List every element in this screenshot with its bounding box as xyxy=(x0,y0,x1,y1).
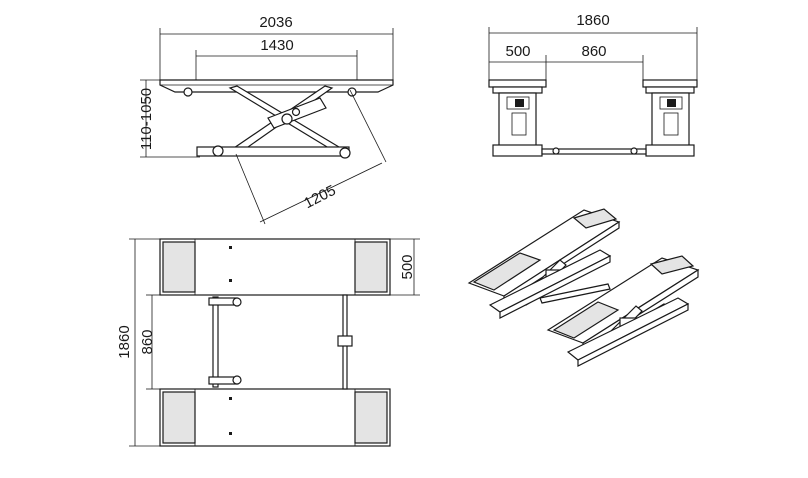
dim-side-total-length: 2036 xyxy=(259,14,292,31)
dim-side-platform-length: 1430 xyxy=(260,37,293,54)
isometric-view xyxy=(467,208,700,367)
dim-top-platform-width: 500 xyxy=(399,254,416,279)
front-view: 1860 500 860 xyxy=(488,12,698,157)
top-view: 1860 860 500 xyxy=(116,238,420,447)
dim-top-inner-gap: 860 xyxy=(139,329,156,354)
dim-side-height-range: 110-1050 xyxy=(138,88,155,150)
dim-side-arm-length: 1205 xyxy=(301,182,338,212)
dim-top-total-width: 1860 xyxy=(116,325,133,358)
dim-front-inner-gap: 860 xyxy=(581,43,606,60)
dim-front-total-width: 1860 xyxy=(576,12,609,29)
side-view: 2036 1430 110-1050 1205 xyxy=(138,14,394,225)
dim-front-platform-width: 500 xyxy=(505,43,530,60)
